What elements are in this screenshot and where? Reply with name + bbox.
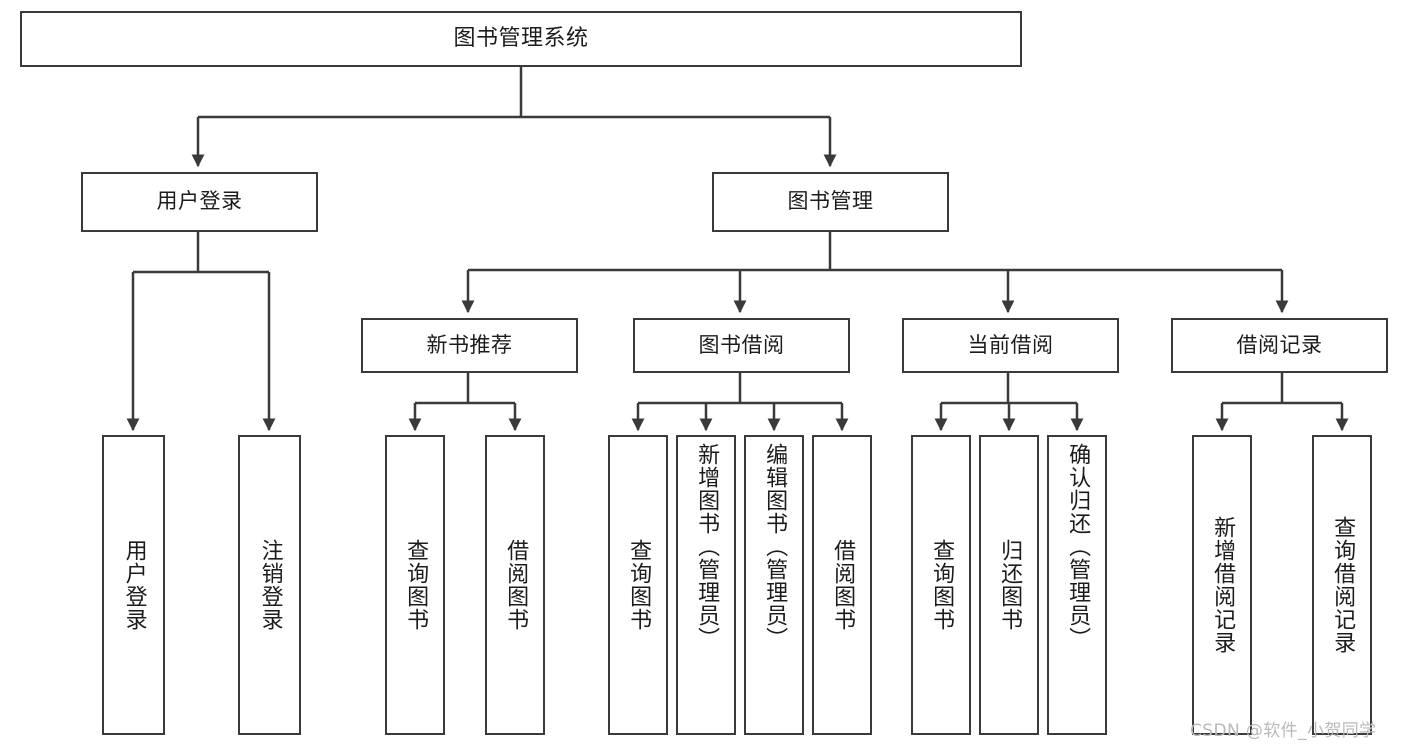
leaf-user-login-signin[interactable]: 用户登录 [102, 435, 165, 735]
node-label: 借阅图书 [830, 539, 856, 631]
node-label: 图书管理 [787, 189, 874, 214]
csdn-watermark: CSDN @软件_小贺同学 [1190, 721, 1377, 741]
node-label: 注销登录 [257, 539, 283, 631]
node-label: 新书推荐 [426, 332, 513, 357]
leaf-current-borrow-confirm[interactable]: 确认归还（管理员） [1047, 435, 1107, 735]
leaf-user-login-signout[interactable]: 注销登录 [238, 435, 301, 735]
node-new-book-recommend[interactable]: 新书推荐 [361, 318, 578, 373]
leaf-book-borrow-add[interactable]: 新增图书（管理员） [676, 435, 736, 735]
node-label: 新增图书（管理员） [694, 443, 720, 650]
leaf-new-book-borrow[interactable]: 借阅图书 [485, 435, 545, 735]
leaf-borrow-record-query[interactable]: 查询借阅记录 [1312, 435, 1372, 735]
node-user-login[interactable]: 用户登录 [81, 172, 318, 232]
node-borrow-record[interactable]: 借阅记录 [1171, 318, 1388, 373]
leaf-book-borrow-edit[interactable]: 编辑图书（管理员） [744, 435, 804, 735]
leaf-borrow-record-add[interactable]: 新增借阅记录 [1192, 435, 1252, 735]
node-label: 查询图书 [403, 539, 429, 631]
node-label: 编辑图书（管理员） [762, 443, 788, 650]
node-label: 查询图书 [929, 539, 955, 631]
node-label: 查询图书 [626, 539, 652, 631]
node-label: 新增借阅记录 [1210, 516, 1236, 654]
node-label: 图书借阅 [698, 332, 785, 357]
node-label: 确认归还（管理员） [1065, 443, 1091, 650]
node-label: 图书管理系统 [453, 25, 589, 51]
leaf-book-borrow-lend[interactable]: 借阅图书 [812, 435, 872, 735]
node-label: 用户登录 [156, 189, 243, 214]
node-label: 借阅记录 [1236, 332, 1323, 357]
node-current-borrow[interactable]: 当前借阅 [902, 318, 1119, 373]
node-book-management[interactable]: 图书管理 [712, 172, 949, 232]
leaf-current-borrow-query[interactable]: 查询图书 [911, 435, 971, 735]
node-label: 查询借阅记录 [1330, 516, 1356, 654]
node-root-system[interactable]: 图书管理系统 [20, 11, 1022, 67]
node-label: 当前借阅 [967, 332, 1054, 357]
leaf-book-borrow-query[interactable]: 查询图书 [608, 435, 668, 735]
node-book-borrow[interactable]: 图书借阅 [633, 318, 850, 373]
leaf-new-book-query[interactable]: 查询图书 [385, 435, 445, 735]
node-label: 用户登录 [121, 539, 147, 631]
node-label: 归还图书 [997, 539, 1023, 631]
node-label: 借阅图书 [503, 539, 529, 631]
leaf-current-borrow-return[interactable]: 归还图书 [979, 435, 1039, 735]
